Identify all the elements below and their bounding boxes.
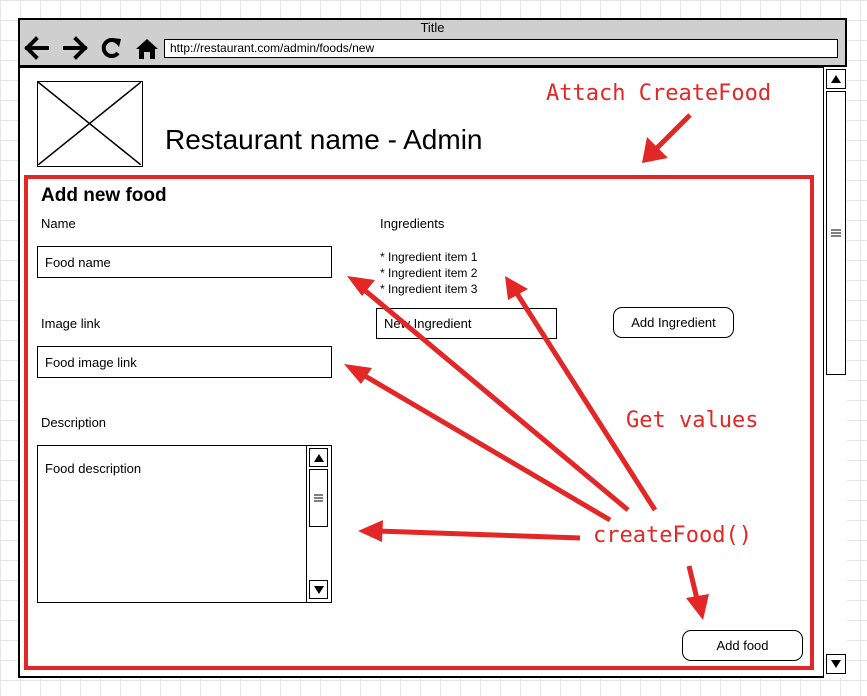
triangle-up-icon — [313, 453, 324, 462]
add-ingredient-button[interactable]: Add Ingredient — [613, 307, 734, 338]
add-food-button[interactable]: Add food — [682, 630, 803, 661]
scroll-thumb[interactable] — [826, 91, 846, 375]
food-name-placeholder: Food name — [45, 254, 111, 270]
ingredient-list-item: * Ingredient item 3 — [380, 282, 478, 296]
food-description-placeholder: Food description — [45, 461, 142, 476]
description-scroll-thumb[interactable] — [309, 469, 328, 527]
grip-lines-icon — [831, 229, 841, 237]
name-label: Name — [41, 216, 76, 231]
refresh-icon[interactable] — [98, 34, 124, 62]
page-title: Restaurant name - Admin — [165, 124, 483, 155]
get-values-annotation: Get values — [626, 408, 759, 433]
form-title: Add new food — [41, 185, 167, 206]
food-description-textarea[interactable] — [37, 445, 332, 603]
description-scroll-down-button[interactable] — [309, 580, 328, 599]
forward-arrow-icon[interactable] — [62, 34, 88, 62]
create-food-annotation: createFood() — [593, 523, 752, 548]
new-ingredient-placeholder: New Ingredient — [384, 316, 472, 331]
create-food-form-panel — [24, 175, 814, 670]
food-image-link-input[interactable]: Food image link — [37, 346, 332, 378]
description-label: Description — [41, 415, 107, 430]
scroll-down-button[interactable] — [826, 654, 846, 674]
food-name-input[interactable]: Food name — [37, 246, 332, 278]
new-ingredient-input[interactable]: New Ingredient — [376, 308, 557, 339]
logo-image-placeholder — [37, 81, 143, 167]
address-bar[interactable]: http://restaurant.com/admin/foods/new — [164, 39, 838, 58]
food-image-link-placeholder: Food image link — [45, 354, 137, 370]
description-scroll-up-button[interactable] — [309, 448, 328, 467]
image-link-label: Image link — [41, 316, 101, 331]
window-title: Title — [420, 20, 445, 35]
ingredient-list-item: * Ingredient item 1 — [380, 250, 478, 264]
triangle-up-icon — [831, 75, 841, 83]
image-placeholder-icon — [37, 81, 142, 166]
home-icon[interactable] — [134, 34, 160, 62]
description-scrollbar[interactable] — [306, 446, 331, 602]
grip-lines-icon — [314, 494, 323, 502]
ingredients-label: Ingredients — [380, 216, 445, 231]
back-arrow-icon[interactable] — [24, 34, 50, 62]
triangle-down-icon — [831, 660, 841, 668]
page-scrollbar[interactable] — [823, 67, 847, 678]
ingredient-list-item: * Ingredient item 2 — [380, 266, 478, 280]
toolbar-divider — [18, 66, 847, 68]
triangle-down-icon — [313, 585, 324, 594]
scroll-up-button[interactable] — [826, 69, 846, 89]
attach-annotation: Attach CreateFood — [546, 81, 772, 106]
